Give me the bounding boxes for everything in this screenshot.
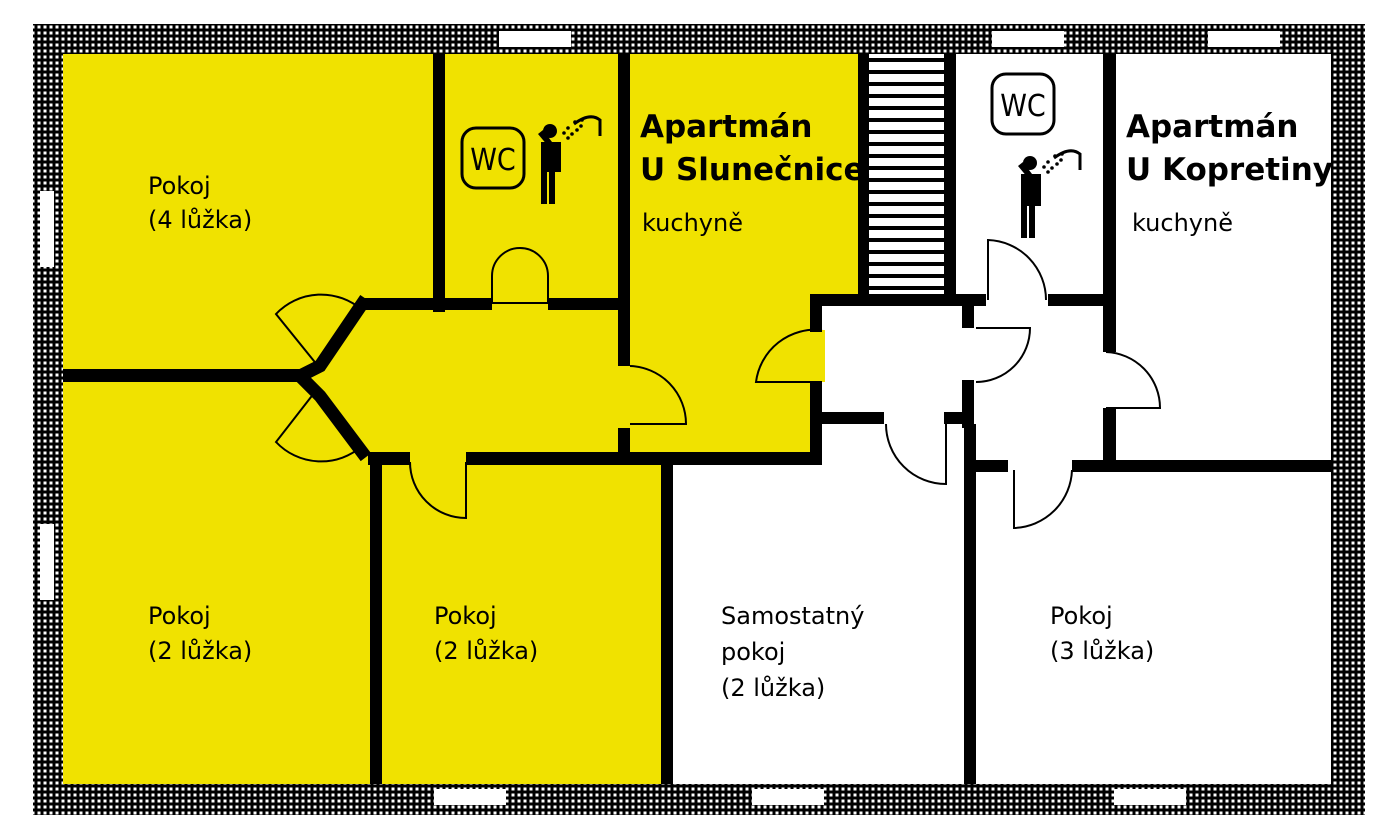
window [40,191,54,267]
window [1114,789,1186,805]
room-label-4beds: Pokoj (4 lůžka) [148,172,252,234]
doors [274,238,1162,530]
svg-text:(3 lůžka): (3 lůžka) [1050,637,1154,665]
apartment-title-kopretiny-2: U Kopretiny [1126,152,1333,188]
svg-text:Pokoj: Pokoj [1050,602,1113,630]
kitchen-label-kopretiny: kuchyně [1132,209,1233,237]
svg-text:Samostatný: Samostatný [721,602,864,630]
svg-text:(2 lůžka): (2 lůžka) [721,674,825,702]
kitchen-label-slunecnice: kuchyně [642,209,743,237]
shower-icon [538,115,602,204]
door [274,293,363,367]
window [40,524,54,600]
window [499,31,571,47]
door [1013,469,1073,530]
svg-text:(4 lůžka): (4 lůžka) [148,206,252,234]
window [992,31,1064,47]
door [274,387,363,463]
wc-icon: WC [990,72,1056,136]
door [975,327,1032,383]
apartment-title-kopretiny-1: Apartmán [1126,109,1299,145]
door [1105,351,1162,409]
apartment-title-slunecnice-1: Apartmán [640,109,813,145]
door [885,423,947,486]
door [491,247,549,304]
door [987,238,1047,301]
windows [40,31,1280,805]
room-label-separate: Samostatný pokoj (2 lůžka) [721,602,864,702]
shower-icon [1018,149,1082,238]
svg-text:Pokoj: Pokoj [148,602,211,630]
svg-text:(2 lůžka): (2 lůžka) [148,637,252,665]
angled-walls [289,294,372,462]
window [434,789,506,805]
room-label-3beds: Pokoj (3 lůžka) [1050,602,1154,665]
interior-walls [63,54,1331,784]
yellow-apartment-area [63,54,860,784]
wc-label: WC [470,143,516,178]
window [1208,31,1280,47]
window [752,789,824,805]
room-label-2beds-left: Pokoj (2 lůžka) [148,602,252,665]
wc-label: WC [1000,89,1046,124]
svg-text:pokoj: pokoj [721,638,785,666]
stairs-icon [864,54,950,296]
door [629,365,688,425]
svg-text:(2 lůžka): (2 lůžka) [434,637,538,665]
wc-icon: WC [460,126,526,190]
yellow-patch [810,330,825,382]
svg-text:Pokoj: Pokoj [434,602,497,630]
door [754,328,823,383]
apartment-title-slunecnice-2: U Slunečnice [640,152,865,188]
door [409,461,467,520]
room-label-2beds-middle: Pokoj (2 lůžka) [434,602,538,665]
svg-text:Pokoj: Pokoj [148,172,211,200]
